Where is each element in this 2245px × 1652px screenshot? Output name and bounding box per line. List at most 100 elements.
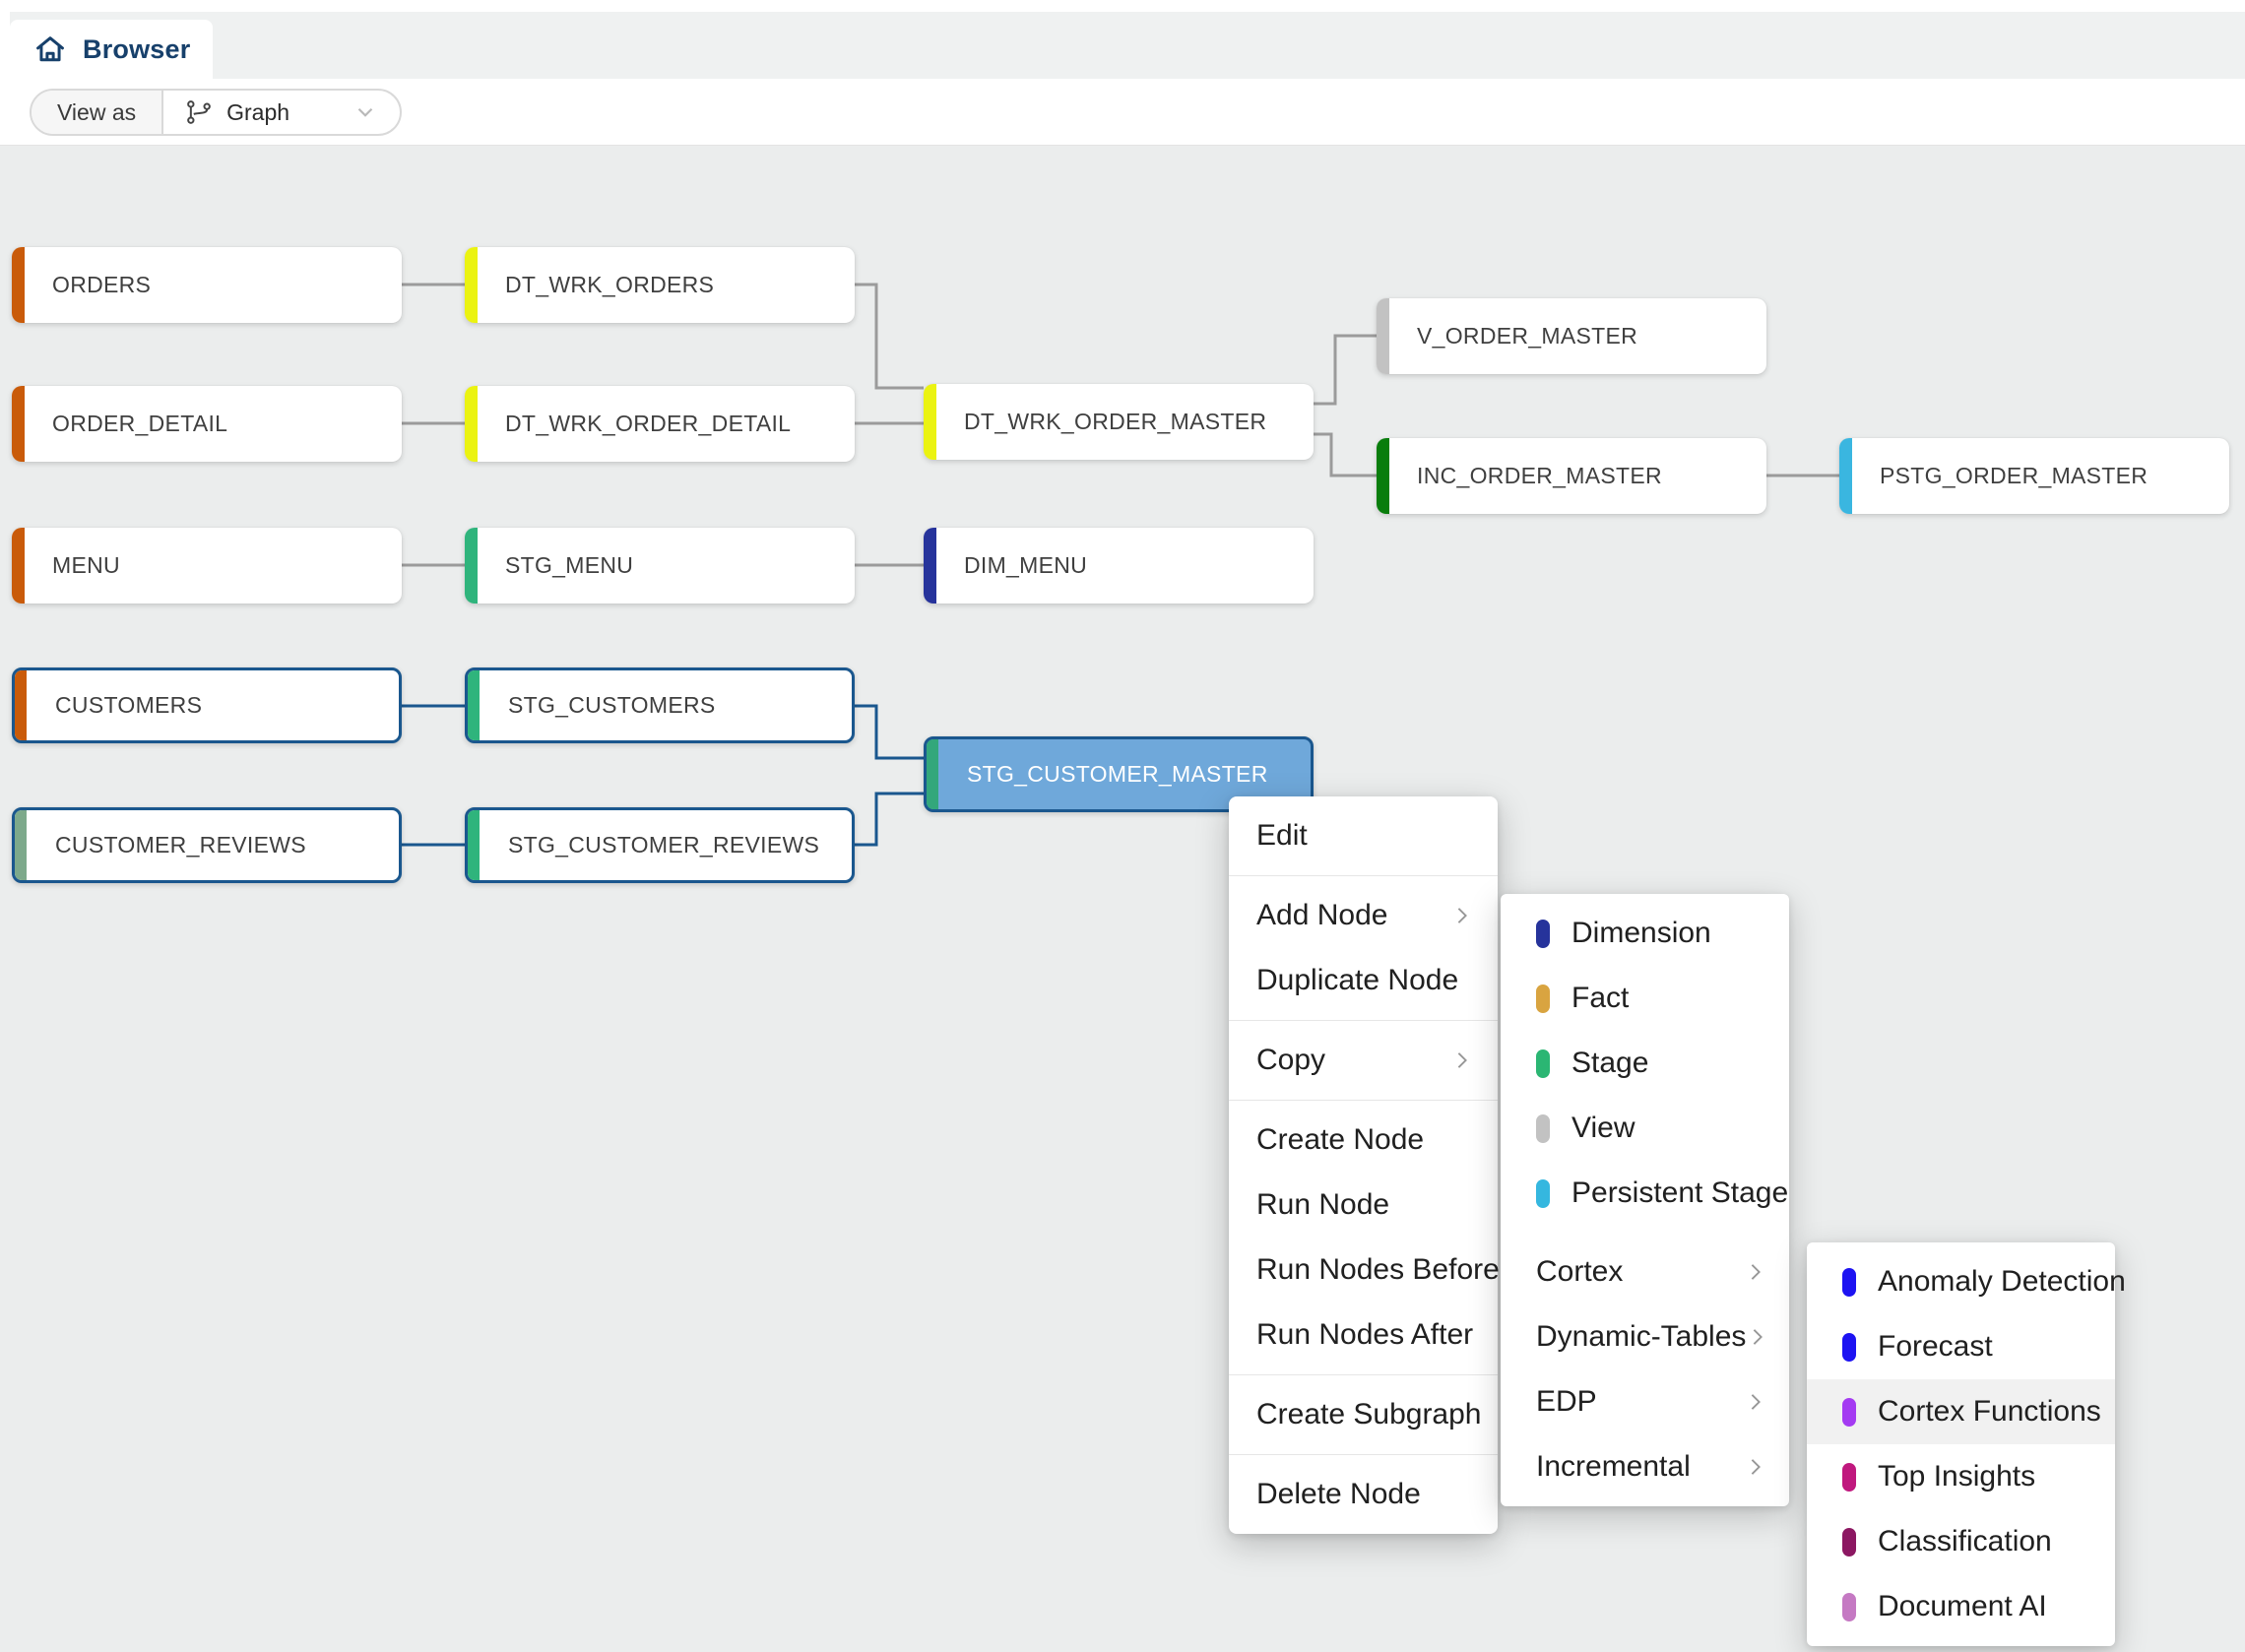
submenu-item-top-insights[interactable]: Top Insights <box>1807 1444 2115 1509</box>
chevron-down-icon <box>357 107 373 117</box>
submenu-item-persistent-stage[interactable]: Persistent Stage <box>1501 1161 1789 1226</box>
submenu-item-dimension[interactable]: Dimension <box>1501 901 1789 966</box>
submenu-item-label: Incremental <box>1536 1450 1691 1483</box>
menu-item-label: Edit <box>1256 819 1308 852</box>
node-label: STG_CUSTOMER_REVIEWS <box>508 832 820 858</box>
submenu-item-dynamic-tables[interactable]: Dynamic-Tables <box>1501 1304 1789 1369</box>
submenu-item-forecast[interactable]: Forecast <box>1807 1314 2115 1379</box>
submenu-item-cortex[interactable]: Cortex <box>1501 1239 1789 1304</box>
menu-item-label: Add Node <box>1256 899 1388 931</box>
graph-node-orders[interactable]: ORDERS <box>12 247 402 323</box>
graph-node-pstg-order-master[interactable]: PSTG_ORDER_MASTER <box>1839 438 2229 514</box>
node-type-bar <box>924 528 936 604</box>
node-type-bar <box>465 528 478 604</box>
graph-node-dt-wrk-order-detail[interactable]: DT_WRK_ORDER_DETAIL <box>465 386 855 462</box>
submenu-item-view[interactable]: View <box>1501 1096 1789 1161</box>
graph-node-v-order-master[interactable]: V_ORDER_MASTER <box>1377 298 1766 374</box>
menu-item-label: Duplicate Node <box>1256 964 1459 996</box>
node-type-bar <box>12 247 25 323</box>
graph-node-stg-menu[interactable]: STG_MENU <box>465 528 855 604</box>
submenu-item-classification[interactable]: Classification <box>1807 1509 2115 1574</box>
menu-item-run-nodes-after[interactable]: Run Nodes After <box>1229 1303 1498 1367</box>
graph-node-stg-customers[interactable]: STG_CUSTOMERS <box>465 667 855 743</box>
node-type-bar <box>468 810 480 880</box>
graph-node-order-detail[interactable]: ORDER_DETAIL <box>12 386 402 462</box>
menu-item-add-node[interactable]: Add Node <box>1229 883 1498 948</box>
view-mode-dropdown[interactable]: Graph <box>163 91 400 134</box>
view-as-control[interactable]: View as Graph <box>30 89 402 136</box>
node-label: PSTG_ORDER_MASTER <box>1880 463 2149 488</box>
cortex-submenu: Anomaly Detection Forecast Cortex Functi… <box>1807 1242 2126 1646</box>
node-type-bar <box>1377 298 1389 374</box>
stage-type-icon <box>1536 1048 1550 1078</box>
node-type-bar <box>1839 438 1852 514</box>
menu-item-delete-node[interactable]: Delete Node <box>1229 1462 1498 1527</box>
node-label: ORDERS <box>52 272 152 297</box>
node-label: CUSTOMERS <box>55 692 203 718</box>
node-label: DIM_MENU <box>964 552 1088 578</box>
node-type-bar <box>465 247 478 323</box>
submenu-item-label: Document AI <box>1878 1590 2047 1622</box>
node-type-bar <box>12 386 25 462</box>
node-label: CUSTOMER_REVIEWS <box>55 832 306 858</box>
menu-item-duplicate-node[interactable]: Duplicate Node <box>1229 948 1498 1013</box>
menu-item-label: Run Nodes Before <box>1256 1253 1500 1286</box>
menu-item-label: Run Nodes After <box>1256 1318 1474 1351</box>
submenu-item-label: Forecast <box>1878 1330 1993 1363</box>
submenu-item-anomaly-detection[interactable]: Anomaly Detection <box>1807 1249 2126 1314</box>
menu-item-label: Delete Node <box>1256 1478 1421 1510</box>
menu-divider <box>1229 1374 1498 1375</box>
submenu-item-label: Anomaly Detection <box>1878 1265 2126 1298</box>
menu-item-copy[interactable]: Copy <box>1229 1028 1498 1093</box>
menu-item-run-nodes-before[interactable]: Run Nodes Before <box>1229 1238 1500 1303</box>
chevron-right-icon <box>1754 1329 1764 1345</box>
graph-node-stg-customer-master[interactable]: STG_CUSTOMER_MASTER <box>924 736 1314 812</box>
graph-node-customers[interactable]: CUSTOMERS <box>12 667 402 743</box>
menu-divider <box>1229 1100 1498 1101</box>
menu-item-edit[interactable]: Edit <box>1229 803 1498 868</box>
tab-browser[interactable]: Browser <box>10 20 213 79</box>
chevron-right-icon <box>1457 1052 1467 1068</box>
submenu-item-fact[interactable]: Fact <box>1501 966 1789 1031</box>
submenu-item-label: View <box>1572 1112 1636 1144</box>
fact-type-icon <box>1536 984 1550 1013</box>
chevron-right-icon <box>1751 1264 1761 1280</box>
graph-node-dt-wrk-order-master[interactable]: DT_WRK_ORDER_MASTER <box>924 384 1314 460</box>
menu-item-create-subgraph[interactable]: Create Subgraph <box>1229 1382 1498 1447</box>
menu-item-run-node[interactable]: Run Node <box>1229 1173 1498 1238</box>
submenu-item-label: Cortex <box>1536 1255 1624 1288</box>
submenu-item-cortex-functions[interactable]: Cortex Functions <box>1807 1379 2115 1444</box>
submenu-item-label: Classification <box>1878 1525 2052 1557</box>
home-icon <box>36 36 64 62</box>
menu-divider <box>1229 875 1498 876</box>
tab-bar: Browser <box>0 12 2245 79</box>
node-label: STG_CUSTOMER_MASTER <box>967 761 1268 787</box>
node-type-bar <box>465 386 478 462</box>
node-label: V_ORDER_MASTER <box>1417 323 1638 349</box>
node-type-bar <box>924 384 936 460</box>
submenu-item-edp[interactable]: EDP <box>1501 1369 1789 1434</box>
node-context-menu: Edit Add Node Duplicate Node Copy <box>1229 796 1500 1534</box>
graph-node-dim-menu[interactable]: DIM_MENU <box>924 528 1314 604</box>
submenu-item-stage[interactable]: Stage <box>1501 1031 1789 1096</box>
dimension-type-icon <box>1536 919 1550 948</box>
tab-bar-left-notch <box>0 12 10 79</box>
graph-node-inc-order-master[interactable]: INC_ORDER_MASTER <box>1377 438 1766 514</box>
node-label: INC_ORDER_MASTER <box>1417 463 1662 488</box>
top-white-strip <box>0 0 2245 12</box>
menu-item-create-node[interactable]: Create Node <box>1229 1108 1498 1173</box>
graph-node-customer-reviews[interactable]: CUSTOMER_REVIEWS <box>12 807 402 883</box>
node-label: MENU <box>52 552 120 578</box>
graph-branch-icon <box>187 100 211 124</box>
graph-node-menu[interactable]: MENU <box>12 528 402 604</box>
submenu-item-document-ai[interactable]: Document AI <box>1807 1574 2115 1639</box>
menu-item-label: Run Node <box>1256 1188 1390 1221</box>
node-label: ORDER_DETAIL <box>52 411 228 436</box>
submenu-item-incremental[interactable]: Incremental <box>1501 1434 1789 1499</box>
node-label: DT_WRK_ORDER_DETAIL <box>505 411 792 436</box>
graph-node-dt-wrk-orders[interactable]: DT_WRK_ORDERS <box>465 247 855 323</box>
submenu-item-label: Cortex Functions <box>1878 1395 2101 1428</box>
graph-node-stg-customer-reviews[interactable]: STG_CUSTOMER_REVIEWS <box>465 807 855 883</box>
document-ai-type-icon <box>1842 1592 1856 1621</box>
submenu-item-label: Persistent Stage <box>1572 1176 1789 1209</box>
